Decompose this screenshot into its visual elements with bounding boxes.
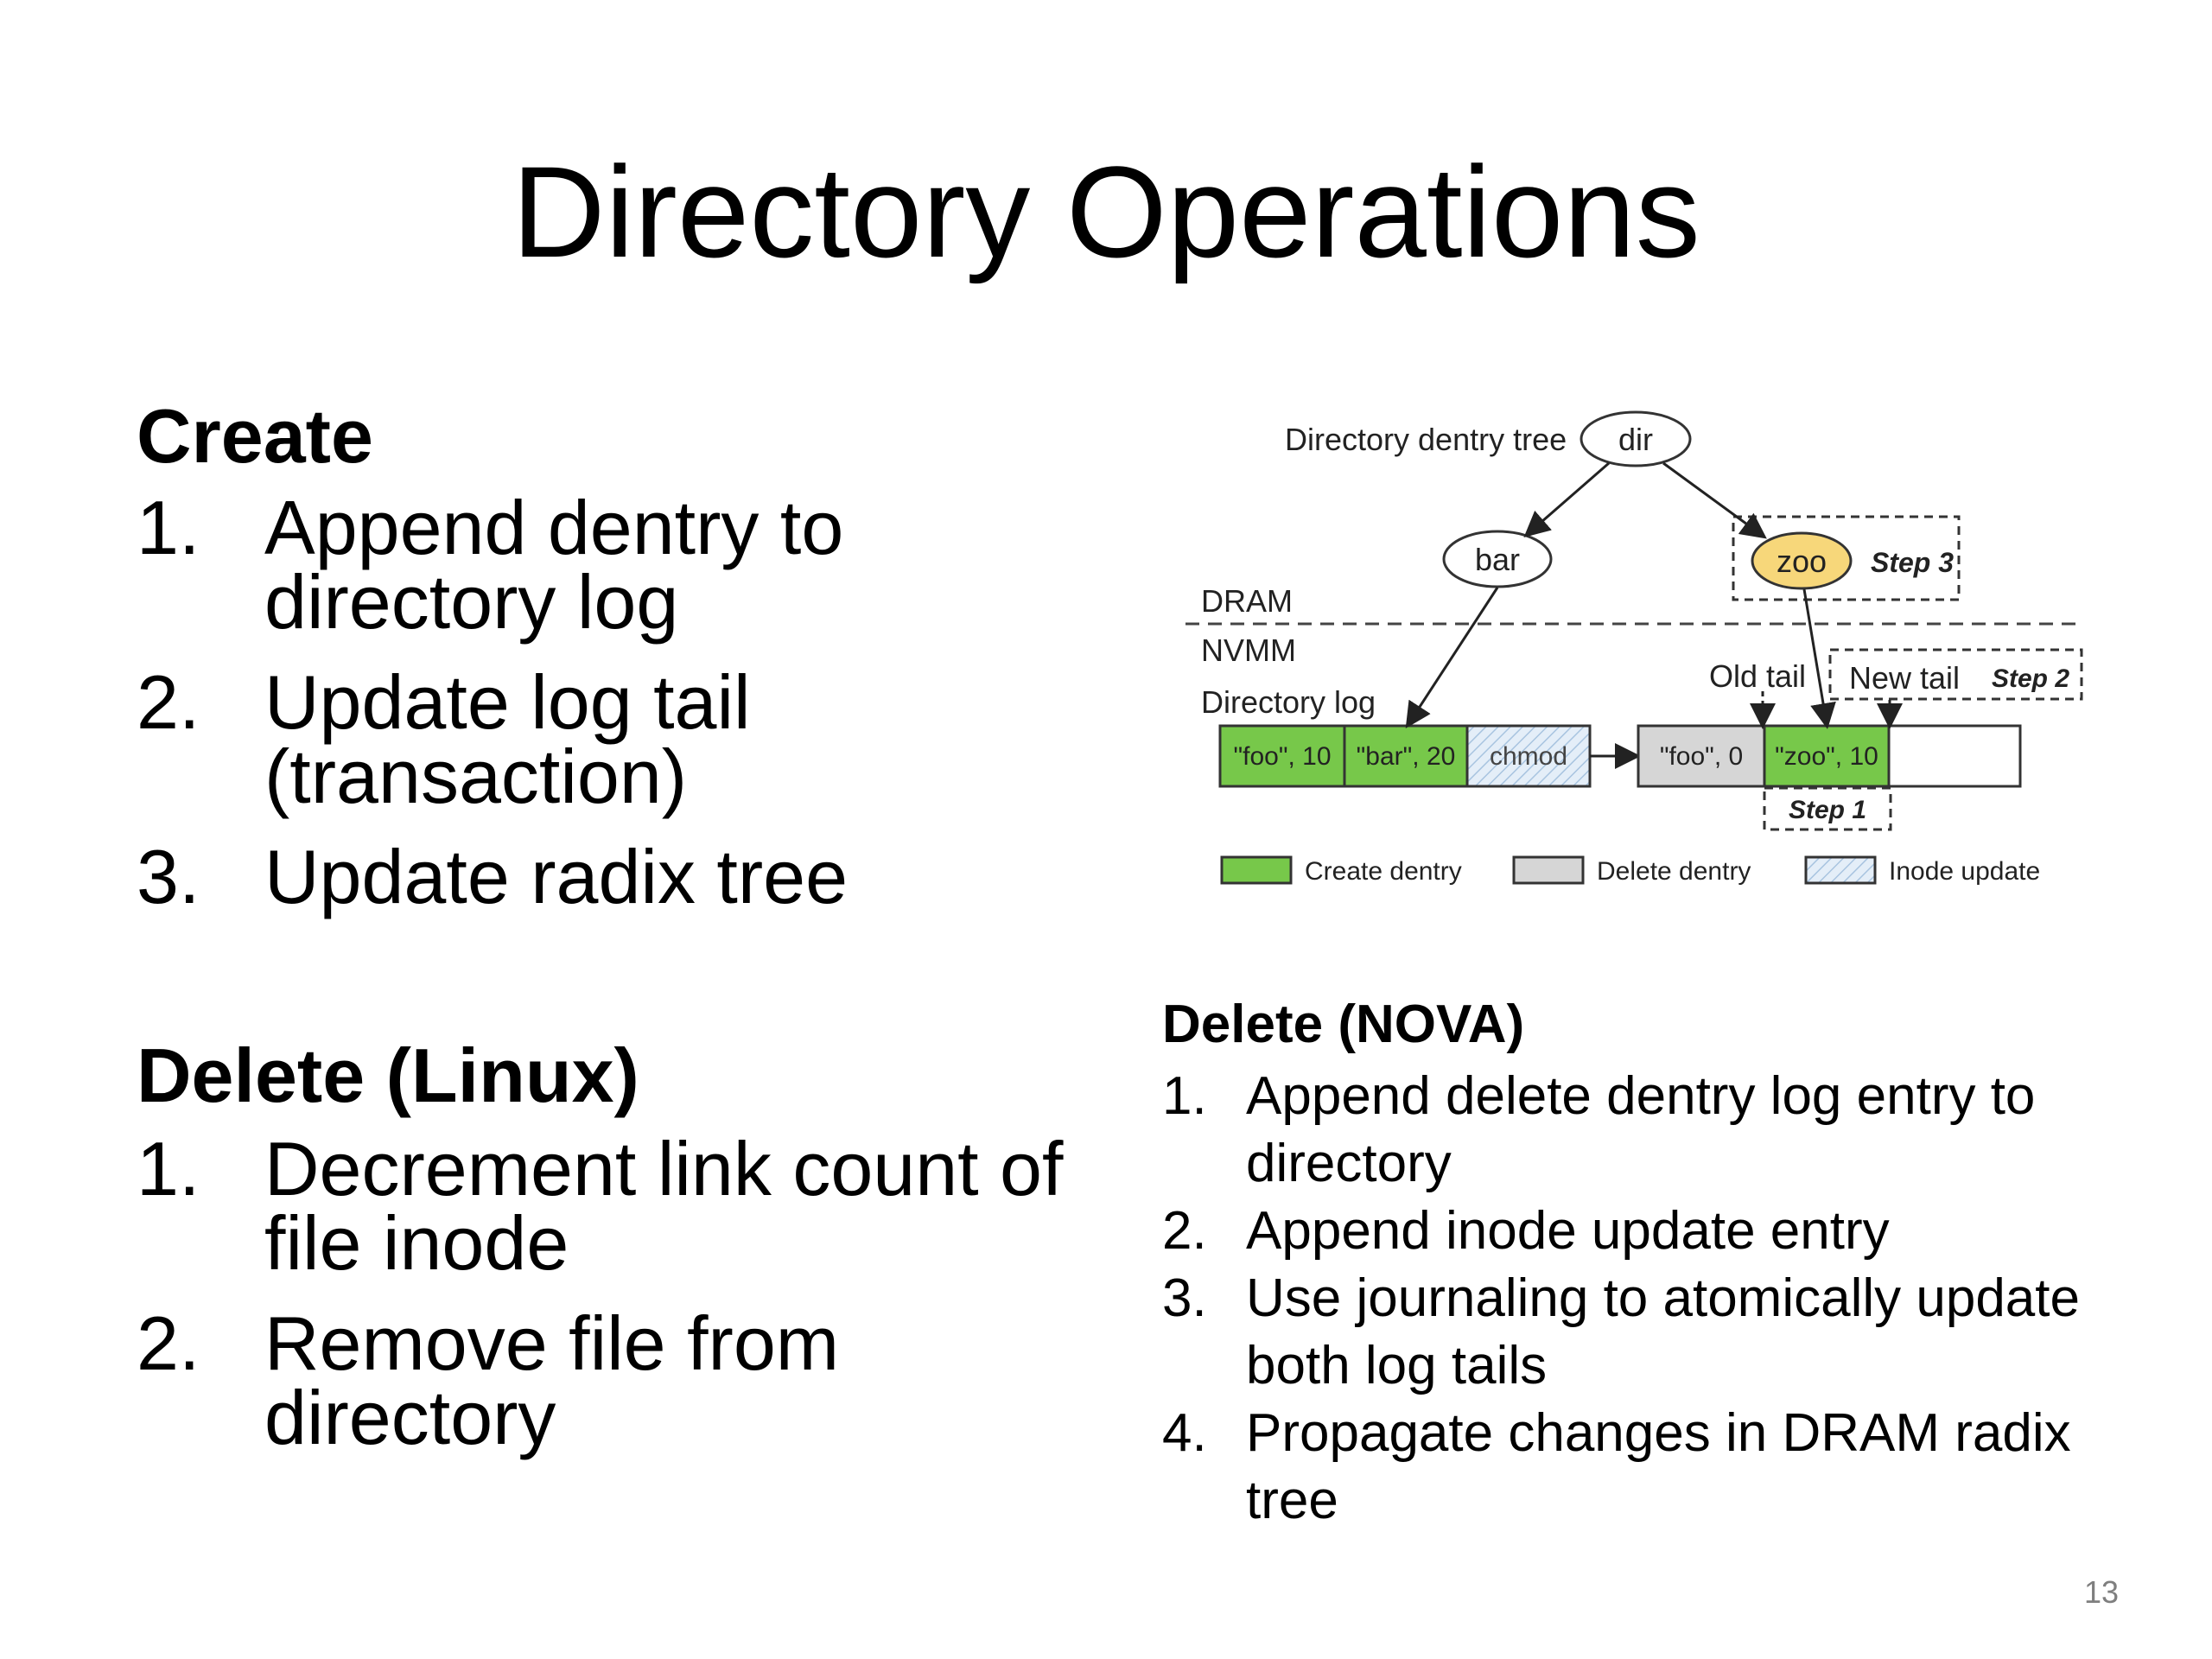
legend-create-swatch (1220, 855, 1293, 885)
step2-box (1828, 648, 2083, 701)
list-number: 3. (137, 834, 200, 919)
list-item: 1. Append delete dentry log entry to dir… (1162, 1063, 2095, 1198)
list-item: 2. Remove file from directory (137, 1300, 1087, 1456)
dir-node-label: dir (1618, 422, 1653, 457)
log-entry-text: chmod (1490, 742, 1567, 771)
step1-label: Step 1 (1789, 796, 1866, 824)
log-entry-create (1218, 724, 1346, 788)
delete-linux-heading: Delete (Linux) (137, 1033, 639, 1118)
step1-box (1763, 786, 1892, 831)
list-item: 3. Update radix tree (137, 834, 1087, 919)
dram-label: DRAM (1201, 583, 1293, 619)
list-item: 4. Propagate changes in DRAM radix tree (1162, 1400, 2095, 1535)
bar-node-label: bar (1475, 542, 1520, 577)
log-entry-text: "foo", 10 (1233, 742, 1331, 771)
list-item: 1. Append dentry to directory log (137, 485, 1087, 640)
list-item: 1. Decrement link count of file inode (137, 1126, 1087, 1281)
list-text: Append inode update entry (1246, 1201, 1890, 1261)
new-tail-label: New tail (1849, 660, 1960, 696)
list-text: Propagate changes in DRAM radix tree (1246, 1403, 2071, 1530)
list-number: 4. (1162, 1403, 1207, 1463)
step3-label: Step 3 (1871, 547, 1954, 578)
list-text: Remove file from directory (264, 1300, 840, 1460)
list-number: 2. (137, 659, 200, 745)
edge-dir-zoo (1662, 461, 1767, 539)
bar-to-log-arrow (1405, 587, 1499, 729)
dir-node (1580, 410, 1692, 467)
old-tail-label: Old tail (1709, 658, 1806, 694)
list-text: Update radix tree (264, 834, 849, 919)
legend-delete-label: Delete dentry (1597, 857, 1751, 886)
tree-label: Directory dentry tree (1285, 422, 1567, 457)
legend-inode-label: Inode update (1889, 857, 2040, 886)
list-item: 2. Update log tail (transaction) (137, 659, 1087, 815)
log-entry-delete (1637, 724, 1766, 788)
zoo-to-log-arrow (1802, 588, 1836, 729)
legend-delete-swatch (1512, 855, 1585, 885)
list-number: 2. (137, 1300, 200, 1386)
list-number: 1. (137, 485, 200, 570)
slide-title: Directory Operations (512, 139, 1700, 284)
list-number: 3. (1162, 1268, 1207, 1328)
list-text: Use journaling to atomically update both… (1246, 1268, 2080, 1395)
list-number: 2. (1162, 1201, 1207, 1261)
nvmm-label: NVMM (1201, 632, 1296, 668)
list-text: Decrement link count of file inode (264, 1126, 1064, 1286)
list-number: 1. (137, 1126, 200, 1211)
list-text: Update log tail (transaction) (264, 659, 751, 819)
legend-inode-swatch (1804, 855, 1877, 885)
log-entry-inode (1465, 724, 1592, 788)
log-entry-create (1763, 724, 1891, 788)
delete-nova-list: 1. Append delete dentry log entry to dir… (1162, 1063, 2095, 1535)
log-label: Directory log (1201, 684, 1376, 720)
delete-nova-heading: Delete (NOVA) (1162, 995, 1525, 1054)
log-entry-text: "foo", 0 (1660, 742, 1743, 771)
zoo-node (1751, 531, 1853, 590)
step3-box (1732, 515, 1961, 601)
list-number: 1. (1162, 1066, 1207, 1126)
create-heading: Create (137, 393, 373, 479)
bar-node (1442, 530, 1553, 588)
list-text: Append delete dentry log entry to direct… (1246, 1066, 2036, 1193)
step2-label: Step 2 (1992, 664, 2069, 693)
list-item: 2. Append inode update entry (1162, 1198, 2095, 1265)
list-text: Append dentry to directory log (264, 485, 844, 645)
log-entry-text: "zoo", 10 (1775, 742, 1878, 771)
edge-dir-bar (1523, 461, 1610, 537)
log-entry-text: "bar", 20 (1357, 742, 1456, 771)
legend-create-label: Create dentry (1305, 857, 1462, 886)
list-item: 3. Use journaling to atomically update b… (1162, 1265, 2095, 1400)
create-list: 1. Append dentry to directory log 2. Upd… (137, 485, 1087, 940)
zoo-node-label: zoo (1777, 543, 1827, 579)
delete-linux-list: 1. Decrement link count of file inode 2.… (137, 1126, 1087, 1481)
page-number: 13 (2083, 1574, 2119, 1610)
log-entry-create (1343, 724, 1469, 788)
